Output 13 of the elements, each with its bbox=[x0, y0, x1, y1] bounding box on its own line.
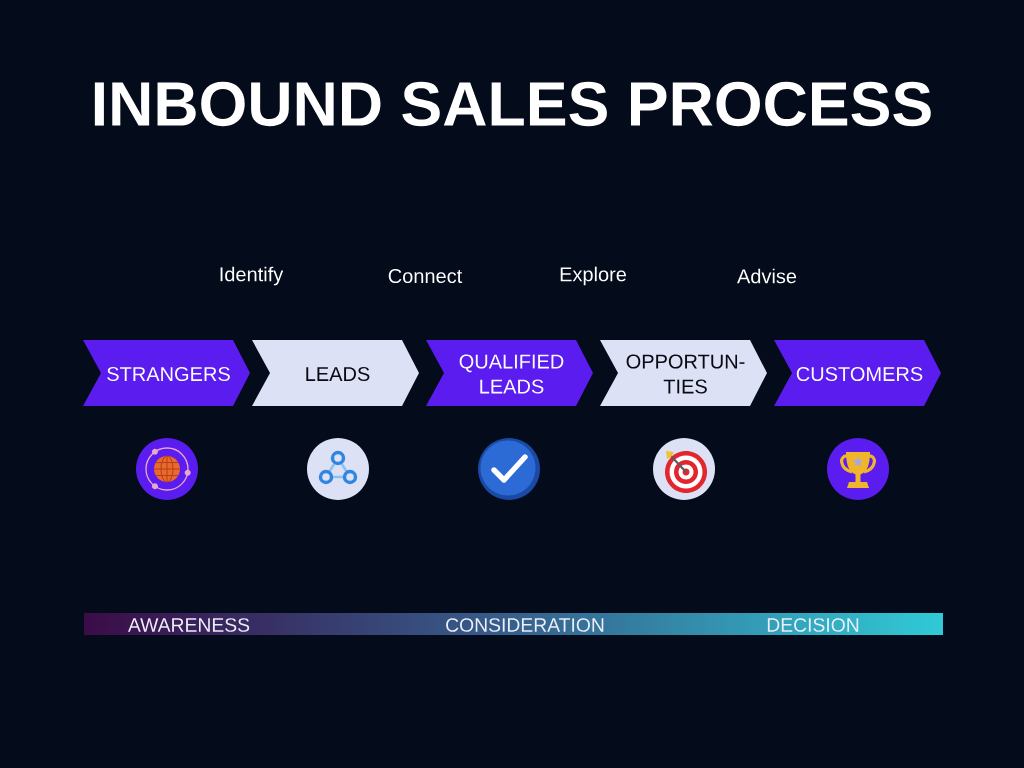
step-banner: OPPORTUN- TIES bbox=[600, 340, 767, 406]
title: INBOUND SALES PROCESS bbox=[94, 81, 931, 127]
step-label: Identify bbox=[220, 266, 284, 286]
stage-label: CONSIDERATION bbox=[446, 618, 604, 632]
step-label: Connect bbox=[388, 268, 463, 284]
step-banner: CUSTOMERS bbox=[774, 340, 941, 406]
step-banner: STRANGERS bbox=[83, 340, 250, 406]
stage-label: AWARENESS bbox=[128, 618, 250, 632]
stage-label: DECISION bbox=[767, 618, 859, 632]
step-banner: QUALIFIED LEADS bbox=[426, 340, 593, 406]
step-label: Explore bbox=[560, 266, 626, 286]
step-label: Advise bbox=[737, 268, 797, 284]
step-banner: LEADS bbox=[252, 340, 419, 406]
